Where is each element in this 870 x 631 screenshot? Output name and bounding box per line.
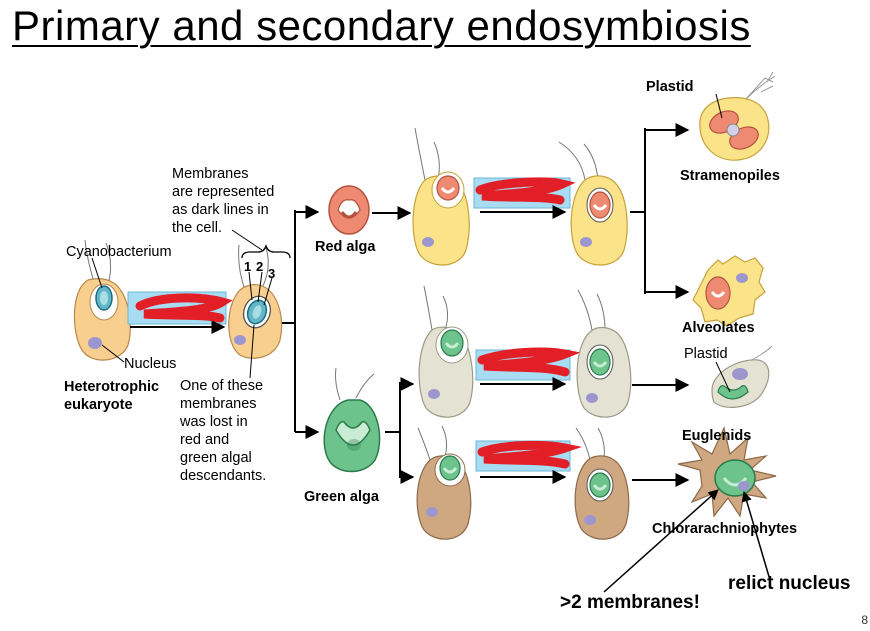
chlorarachniophytes-label: Chlorarachniophytes [652, 521, 798, 537]
red-scribble-1 [135, 293, 233, 323]
membranes-annotation: >2 membranes! [560, 592, 700, 613]
plastid-label-top: Plastid [646, 79, 694, 95]
nucleus-label: Nucleus [124, 356, 177, 372]
page-number: 8 [861, 613, 868, 627]
stramenopile-cell [699, 71, 776, 161]
membrane-number-3: 3 [268, 266, 276, 281]
membrane-bracket [241, 243, 291, 259]
red-alga-cell [328, 185, 370, 235]
green-alga-cell [323, 367, 381, 473]
plastid-label-euglenid: Plastid [684, 346, 728, 362]
page-title: Primary and secondary endosymbiosis [12, 2, 751, 49]
membrane-number-2: 2 [256, 259, 264, 274]
lost-membrane-note: One of these membranes was lost in red a… [180, 378, 267, 484]
secondary-red-plastid-cell [558, 141, 628, 266]
relict-nucleus-annotation: relict nucleus [728, 573, 851, 594]
euglenid-cell [711, 345, 773, 408]
cyanobacterium-label: Cyanobacterium [66, 244, 172, 260]
secondary-green-plastid-cell-2 [574, 427, 630, 540]
membrane-number-1: 1 [244, 259, 252, 274]
red-scribble-2 [475, 177, 576, 205]
alveolates-label: Alveolates [682, 320, 755, 336]
alveolate-cell [692, 255, 766, 327]
secondary-red-host-cell [412, 127, 470, 266]
membranes-note: Membranes are represented as dark lines … [172, 166, 275, 236]
red-alga-label: Red alga [315, 239, 376, 255]
red-scribble-3 [477, 347, 581, 377]
stramenopiles-label: Stramenopiles [680, 168, 780, 184]
nucleus-shape [88, 337, 102, 349]
heterotrophic-eukaryote-label: Heterotrophic eukaryote [64, 379, 160, 413]
primary-plastid-cell [228, 244, 283, 359]
heterotrophic-eukaryote-cell [73, 239, 131, 363]
secondary-green-host-cell-2 [416, 425, 472, 540]
secondary-green-host-cell-1 [418, 285, 474, 418]
red-scribble-4 [477, 440, 583, 469]
secondary-green-plastid-cell-1 [576, 289, 632, 418]
euglenids-label: Euglenids [682, 428, 752, 444]
green-alga-label: Green alga [304, 489, 379, 505]
